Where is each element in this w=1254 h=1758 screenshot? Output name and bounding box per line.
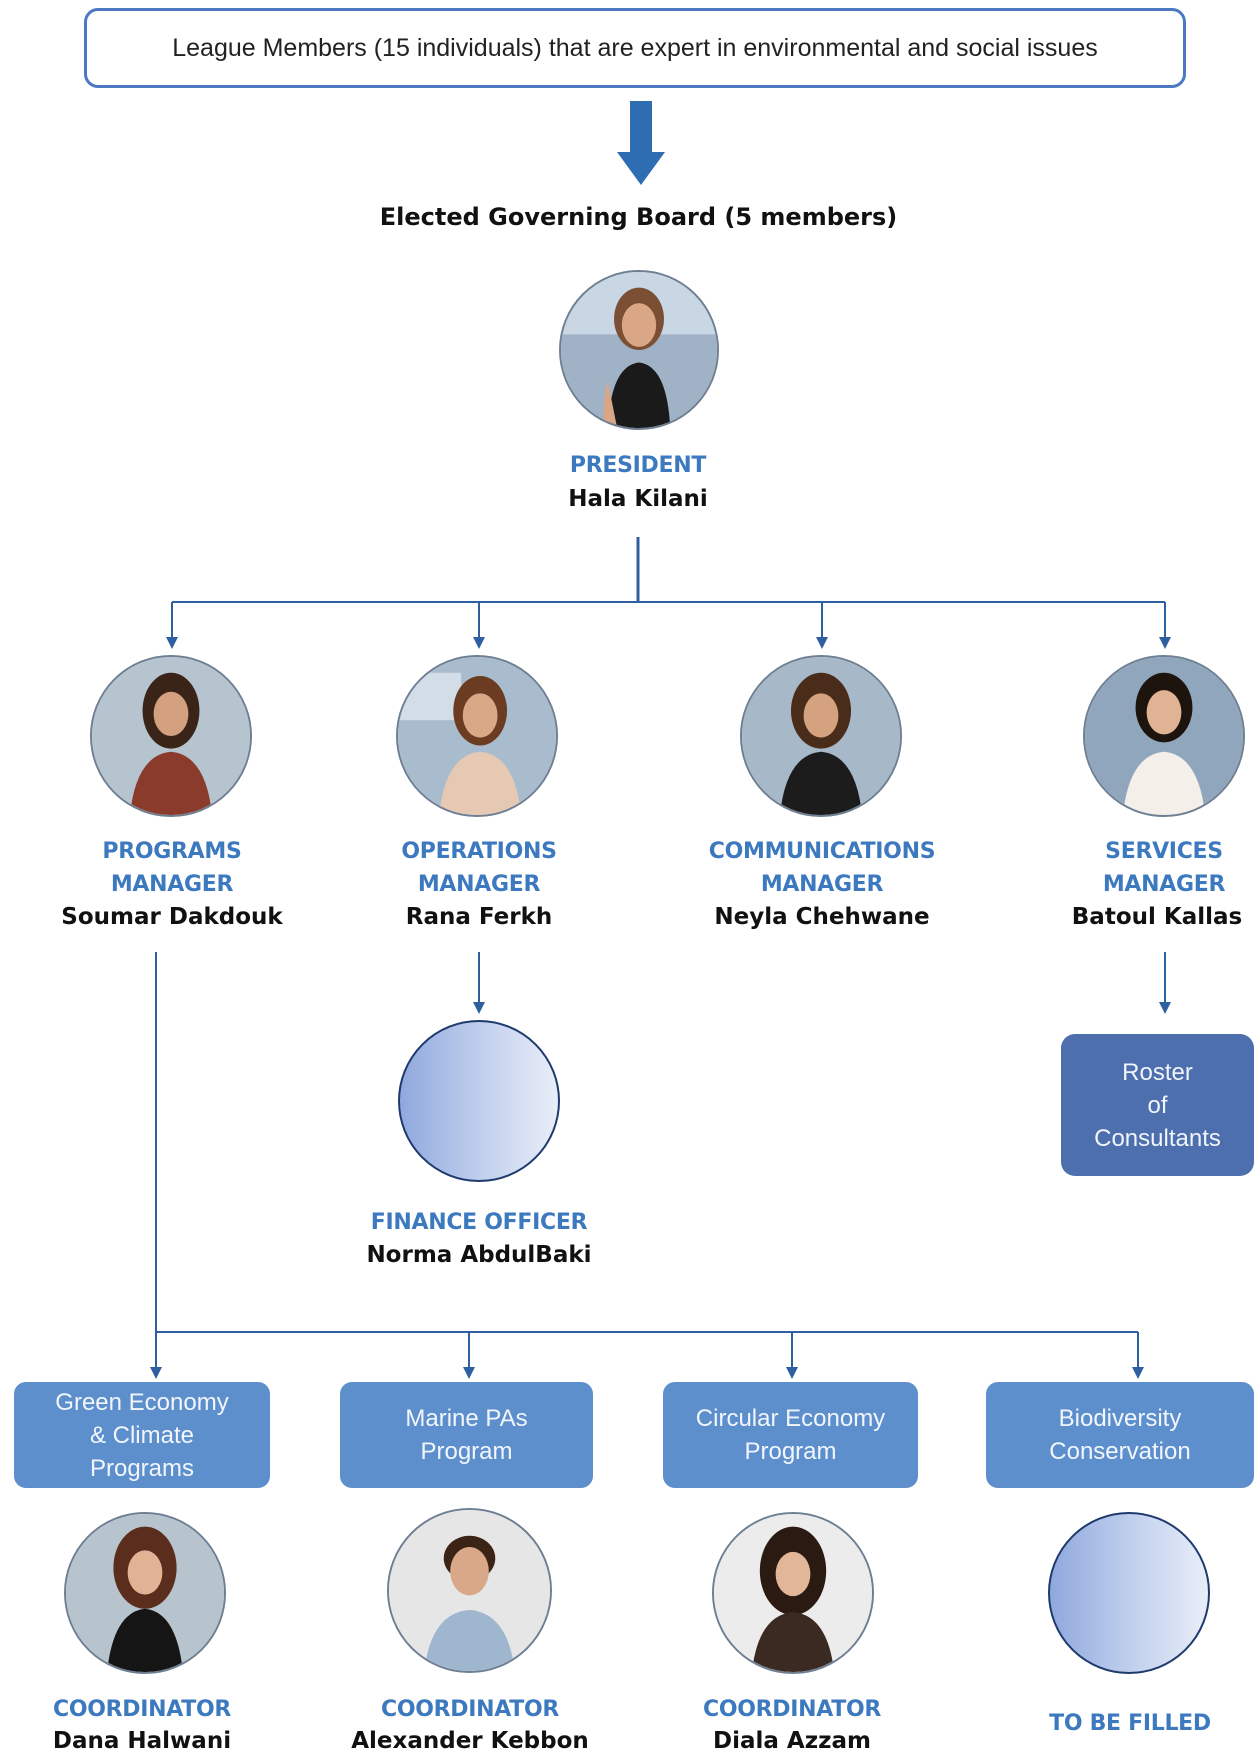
program-box-biodiversity: Biodiversity Conservation: [986, 1382, 1254, 1488]
programs-manager-name: Soumar Dakdouk: [61, 904, 283, 930]
services-manager-name: Batoul Kallas: [1071, 904, 1243, 930]
program-box-circular-economy: Circular Economy Program: [663, 1382, 918, 1488]
programs-manager-role-2: MANAGER: [110, 872, 234, 897]
portrait-photo: [398, 657, 556, 815]
finance-officer-role: FINANCE OFFICER: [370, 1210, 588, 1235]
program-box-line: Programs: [89, 1454, 194, 1482]
portrait-photo: [714, 1514, 872, 1672]
big-down-arrow-icon: [617, 101, 665, 185]
coordinator-name-3: Diala Azzam: [713, 1728, 871, 1754]
portrait-photo: [561, 272, 717, 428]
communications-manager-role-1: COMMUNICATIONS: [708, 839, 936, 864]
programs-manager-role-1: PROGRAMS: [102, 839, 242, 864]
services-manager-photo: [1083, 655, 1245, 817]
portrait-photo: [66, 1514, 224, 1672]
services-manager-role-1: SERVICES: [1105, 839, 1223, 864]
program-box-line: Marine PAs: [405, 1405, 528, 1432]
program-box-line: Program: [420, 1438, 513, 1465]
services-manager-role-2: MANAGER: [1102, 872, 1226, 897]
programs-manager-photo: [90, 655, 252, 817]
operations-manager-name: Rana Ferkh: [405, 904, 553, 930]
finance-officer-photo-placeholder: [398, 1020, 560, 1182]
communications-manager-role-2: MANAGER: [760, 872, 884, 897]
portrait-photo: [742, 657, 900, 815]
coordinator-role-2: COORDINATOR: [380, 1697, 560, 1722]
operations-manager-role-1: OPERATIONS: [401, 839, 557, 864]
league-members-text: League Members (15 individuals) that are…: [172, 33, 1098, 62]
operations-manager-role-2: MANAGER: [417, 872, 541, 897]
program-box-line: Biodiversity: [1058, 1405, 1182, 1432]
program-box-line: & Climate: [89, 1421, 194, 1449]
president-role: PRESIDENT: [569, 453, 707, 478]
roster-line-1: Roster: [1122, 1058, 1193, 1086]
program-box-line: Green Economy: [55, 1388, 229, 1416]
coordinator-role-1: COORDINATOR: [52, 1697, 232, 1722]
program-box-line: Circular Economy: [695, 1405, 886, 1432]
program-box-line: Conservation: [1049, 1438, 1191, 1465]
program-box-line: Program: [744, 1438, 837, 1465]
coordinator-role-3: COORDINATOR: [702, 1697, 882, 1722]
coordinator-name-2: Alexander Kebbon: [351, 1728, 589, 1754]
roster-of-consultants-box: Roster of Consultants: [1061, 1034, 1254, 1176]
board-title: Elected Governing Board (5 members): [379, 203, 898, 231]
president-name: Hala Kilani: [568, 486, 708, 512]
program-box-green-economy: Green Economy & Climate Programs: [14, 1382, 270, 1488]
finance-officer-name: Norma AbdulBaki: [366, 1242, 592, 1268]
communications-manager-photo: [740, 655, 902, 817]
roster-line-3: Consultants: [1094, 1124, 1221, 1152]
league-members-box: League Members (15 individuals) that are…: [84, 8, 1186, 88]
portrait-photo: [92, 657, 250, 815]
president-photo: [559, 270, 719, 430]
coordinator-photo-dana: [64, 1512, 226, 1674]
program-box-marine-pas: Marine PAs Program: [340, 1382, 593, 1488]
portrait-photo: [389, 1510, 550, 1671]
coordinator-photo-alexander: [387, 1508, 552, 1673]
operations-manager-photo: [396, 655, 558, 817]
roster-line-2: of: [1147, 1091, 1168, 1119]
coordinator-photo-placeholder: [1048, 1512, 1210, 1674]
portrait-photo: [1085, 657, 1243, 815]
communications-manager-name: Neyla Chehwane: [714, 904, 930, 930]
to-be-filled-label: TO BE FILLED: [1049, 1711, 1211, 1736]
coordinator-name-1: Dana Halwani: [52, 1728, 232, 1754]
coordinator-photo-diala: [712, 1512, 874, 1674]
